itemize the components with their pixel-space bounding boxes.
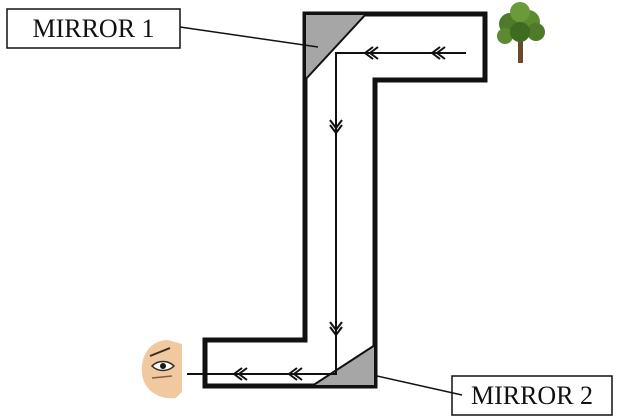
periscope-tube (202, 11, 488, 389)
mirror-2-label-text: MIRROR 2 (471, 381, 593, 410)
ray-arrow (329, 119, 343, 135)
mirror-1-leader-line (179, 26, 319, 48)
mirror-1 (304, 13, 369, 83)
ray-arrow (287, 367, 303, 381)
mirror-1-label: MIRROR 1 (6, 8, 181, 49)
ray-arrow (363, 46, 379, 60)
tree-icon (497, 2, 545, 63)
ray-arrow (329, 321, 343, 337)
light-ray (187, 52, 466, 375)
mirror-1-label-text: MIRROR 1 (32, 14, 154, 43)
ray-arrow (430, 46, 446, 60)
eye-icon (141, 340, 182, 399)
mirror-2 (308, 343, 376, 387)
mirror-2-label: MIRROR 2 (451, 375, 613, 416)
ray-arrow (232, 367, 248, 381)
mirror-2-leader-line (376, 375, 463, 396)
